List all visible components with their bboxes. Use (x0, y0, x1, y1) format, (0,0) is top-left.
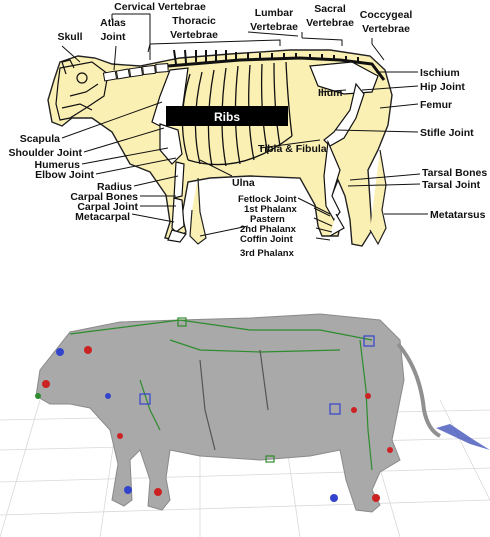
sacral-vertebrae-label-line2: Vertebrae (306, 17, 354, 29)
lumbar-vertebrae-label-line1: Lumbar (255, 7, 294, 19)
sacral-vertebrae-label-line1: Sacral (314, 3, 346, 15)
atlas-joint-label-line2: Joint (100, 31, 126, 43)
skeleton-diagram: Ribs (0, 0, 490, 292)
tarsal-bones-label: Tarsal Bones (422, 167, 487, 179)
ribs-label: Ribs (214, 110, 240, 124)
coccygeal-vertebrae-label-line2: Vertebrae (362, 23, 410, 35)
metacarpal-label: Metacarpal (75, 211, 130, 223)
coffin-joint-label: Coffin Joint (240, 234, 294, 245)
elbow-joint-label: Elbow Joint (35, 169, 94, 181)
tibia-fibula-label: Tibia & Fibula (258, 143, 327, 155)
cow-3d-rig-render (0, 300, 490, 537)
ischium-label: Ischium (420, 67, 460, 79)
third-phalanx-label: 3rd Phalanx (240, 248, 295, 259)
hip-joint-label: Hip Joint (420, 81, 465, 93)
far-hind-leg (370, 150, 386, 244)
femur-label: Femur (420, 99, 452, 111)
atlas-joint-label-line1: Atlas (100, 17, 126, 29)
coccygeal-vertebrae-label-line1: Coccygeal (360, 9, 413, 21)
skull-label: Skull (57, 31, 82, 43)
ilium-label: Ilium (318, 87, 343, 99)
lumbar-vertebrae-label-line2: Vertebrae (250, 21, 298, 33)
cervical-vertebrae-label: Cervical Vertebrae (114, 1, 206, 13)
ulna-label: Ulna (232, 177, 255, 189)
scapula-label: Scapula (20, 133, 60, 145)
shoulder-joint-label: Shoulder Joint (9, 147, 83, 159)
stifle-joint-label: Stifle Joint (420, 127, 474, 139)
far-front-leg (190, 178, 206, 244)
thoracic-vertebrae-label-line2: Vertebrae (170, 29, 218, 41)
thoracic-vertebrae-label-line1: Thoracic (172, 15, 216, 27)
tarsal-joint-label: Tarsal Joint (422, 179, 481, 191)
metatarsus-label: Metatarsus (430, 209, 486, 221)
